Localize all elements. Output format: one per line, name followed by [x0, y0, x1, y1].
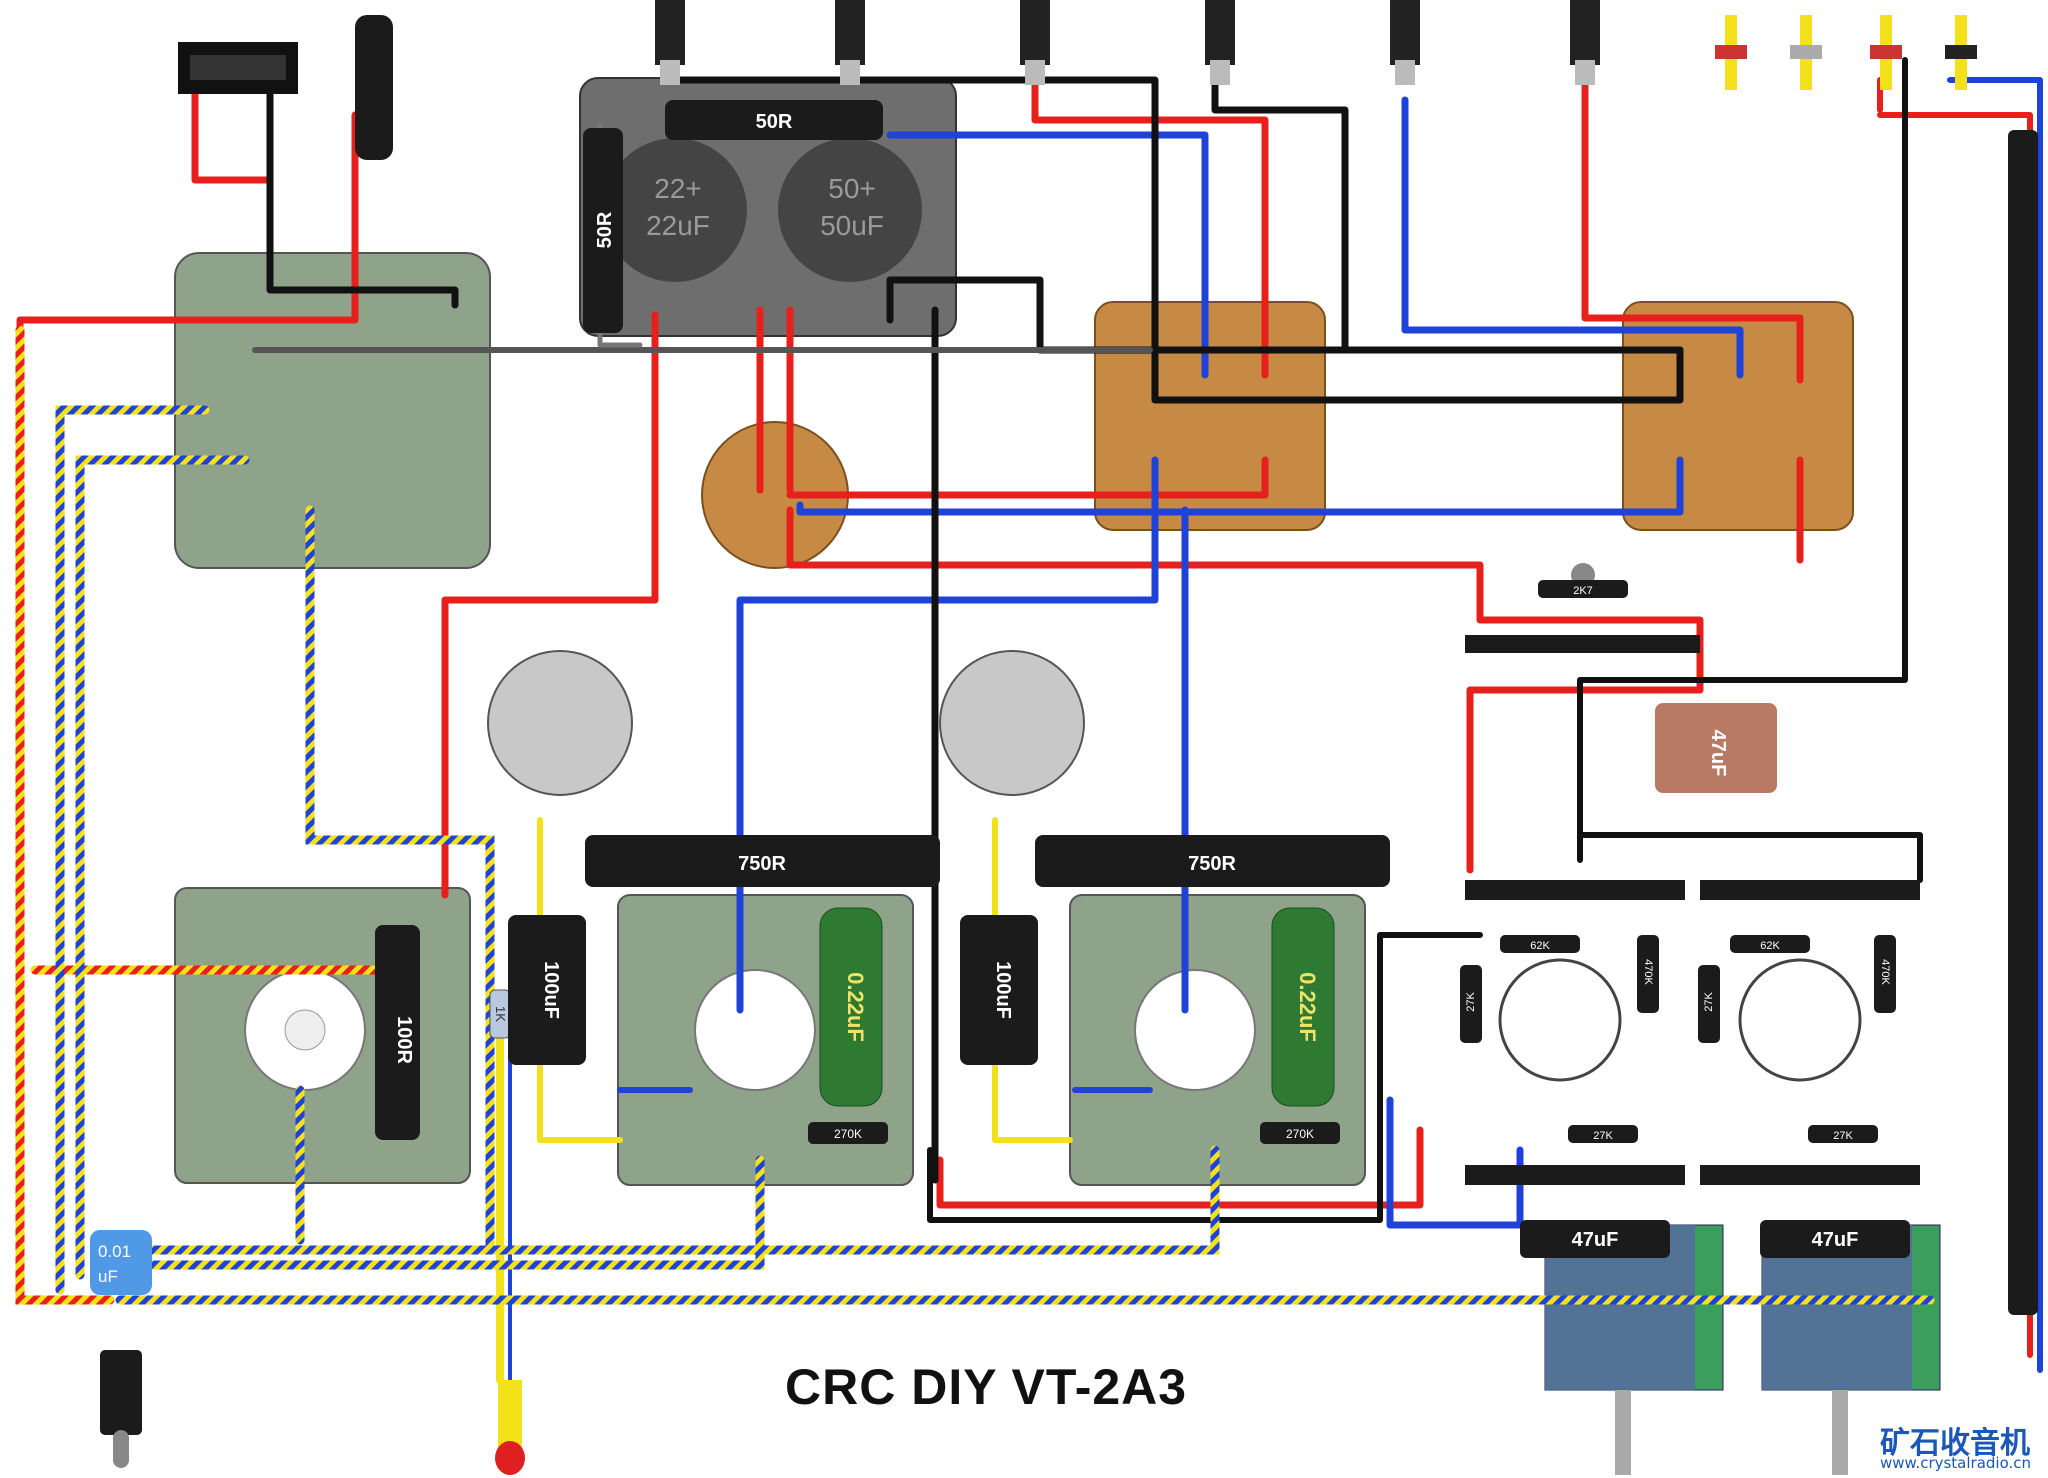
r-470k-a-label: 470K [1642, 959, 1654, 985]
watermark-cn: 矿石收音机 [1880, 1426, 2030, 1461]
cap2-top-label: 50+ [828, 173, 876, 204]
r-62k-a-label: 62K [1530, 940, 1550, 952]
resistor-50r-vertical: 50R [583, 128, 623, 333]
r-750r-a-label: 750R [738, 853, 786, 875]
toggle-switch [100, 1350, 142, 1468]
twisted-cables [15, 325, 1935, 1305]
resistor-750r-right: 750R [1035, 835, 1390, 887]
resistor-270k-right: 270K [1260, 1122, 1340, 1144]
cap1-bot-label: 22uF [646, 210, 710, 241]
r-62k-b-label: 62K [1760, 940, 1780, 952]
c-100uf-b-label: 100uF [992, 961, 1014, 1019]
r-27k-a-label: 27K [1465, 992, 1477, 1012]
tube-socket-right-b [1738, 958, 1862, 1082]
cap2-bot-label: 50uF [820, 210, 884, 241]
r-27k-b-label: 27K [1703, 992, 1715, 1012]
cap1-top-label: 22+ [654, 173, 702, 204]
diagram-title: CRC DIY VT-2A3 [785, 1359, 1188, 1415]
r-1k-label: 1K [493, 1006, 508, 1022]
c-47uf-b-label: 47uF [1812, 1229, 1859, 1251]
resistor-27k-d: 27K [1808, 1125, 1878, 1143]
power-board [174, 252, 491, 569]
rca-jack-top [655, 0, 1600, 85]
c-47uf-a-label: 47uF [1572, 1229, 1619, 1251]
resistor-1k: 1K [489, 989, 511, 1039]
tag-strips [1465, 880, 1920, 1185]
r-2k7-label: 2K7 [1573, 585, 1593, 597]
cap-50uf: 50+ 50uF [820, 173, 884, 241]
cap-001uf: 0.01 uF [90, 1230, 152, 1295]
resistor-470k-b: 470K [1874, 935, 1896, 1013]
filter-cap-board [579, 77, 957, 337]
probe-tip [495, 1380, 525, 1475]
r-27k-d-label: 27K [1833, 1130, 1853, 1142]
cap-47uf-a: 47uF [1520, 1220, 1670, 1258]
c-022-a-label: 0.22uF [843, 972, 868, 1042]
cap-22uf: 22+ 22uF [646, 173, 710, 241]
cap-100uf-right: 100uF [960, 915, 1038, 1065]
resistor-27k-a: 27K [1460, 965, 1482, 1043]
c-100uf-a-label: 100uF [540, 961, 562, 1019]
c-001-top-label: 0.01 [98, 1242, 131, 1261]
resistor-62k-a: 62K [1500, 935, 1580, 953]
tube-board-left [174, 887, 471, 1184]
cap-100uf-left: 100uF [508, 915, 586, 1065]
resistor-470k-a: 470K [1637, 935, 1659, 1013]
r-750r-b-label: 750R [1188, 853, 1236, 875]
c-022-b-label: 0.22uF [1295, 972, 1320, 1042]
resistor-270k-left: 270K [808, 1122, 888, 1144]
r-27k-c-label: 27K [1593, 1130, 1613, 1142]
watermark-url: www.crystalradio.cn [1880, 1454, 2032, 1472]
cap-47uf-b: 47uF [1760, 1220, 1910, 1258]
resistor-62k-b: 62K [1730, 935, 1810, 953]
r-50r-h-label: 50R [756, 111, 793, 133]
pot-shafts [1615, 1390, 1848, 1475]
resistor-100r: 100R [375, 925, 420, 1140]
cap-47uf-top: 47uF [1655, 703, 1777, 793]
r-50r-v-label: 50R [594, 211, 616, 248]
r-100r-label: 100R [393, 1016, 415, 1064]
resistor-750r-left: 750R [585, 835, 940, 887]
cap-022uf-left: 0.22uF [819, 907, 883, 1107]
r-270k-b-label: 270K [1286, 1127, 1314, 1141]
resistor-50r-horizontal: 50R [665, 100, 883, 140]
fuse-holder [355, 15, 393, 160]
r-470k-b-label: 470K [1879, 959, 1891, 985]
r-270k-a-label: 270K [834, 1127, 862, 1141]
cap-022uf-right: 0.22uF [1271, 907, 1335, 1107]
resistor-2k7: 2K7 [1465, 563, 1700, 653]
pot-left [487, 650, 633, 796]
c-47uf-top-label: 47uF [1707, 730, 1729, 777]
right-rail [2008, 130, 2038, 1315]
power-inlet [178, 42, 298, 94]
resistor-27k-b: 27K [1698, 965, 1720, 1043]
wires [16, 56, 2043, 1384]
pot-right [939, 650, 1085, 796]
binding-posts [1715, 15, 1977, 90]
resistor-27k-c: 27K [1568, 1125, 1638, 1143]
tube-socket-right-a [1498, 958, 1622, 1082]
c-001-bot-label: uF [98, 1267, 118, 1286]
